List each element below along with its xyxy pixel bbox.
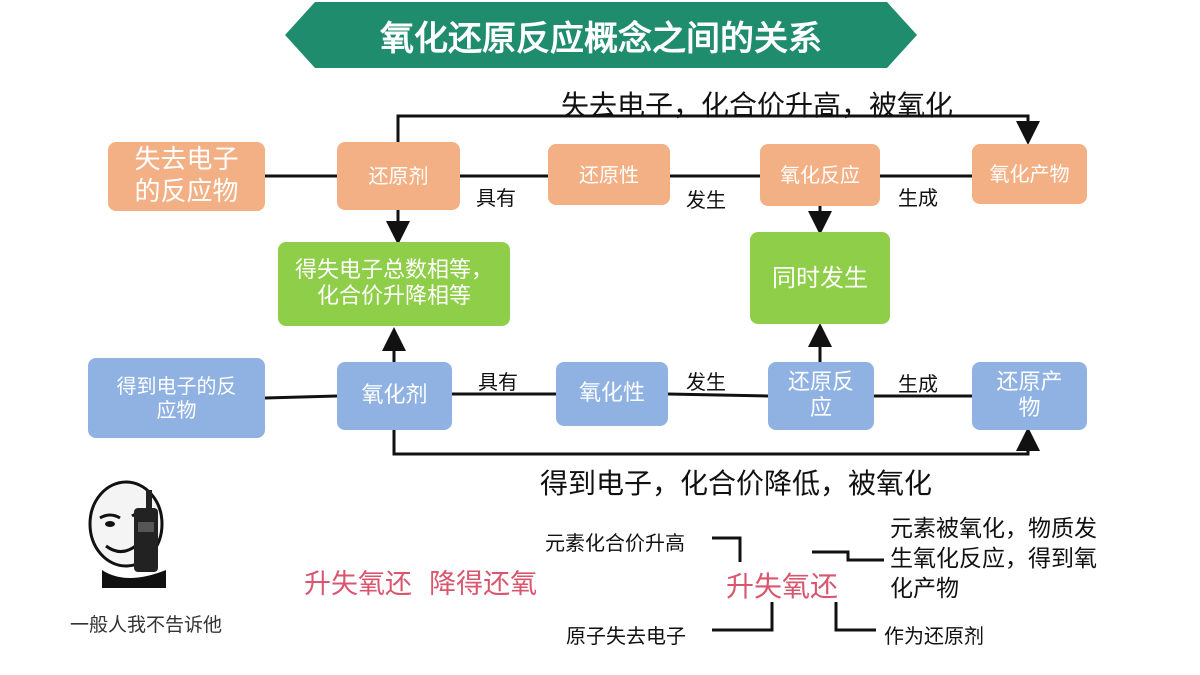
page-title: 氧化还原反应概念之间的关系 xyxy=(380,18,822,59)
title-banner xyxy=(285,2,917,68)
reduction-reaction-line-2: 应 xyxy=(809,396,832,421)
oxidation-product-box: 氧化产物 xyxy=(972,144,1087,204)
mnemonic-center: 升失氧还 xyxy=(726,570,839,603)
phone-meme-face-icon xyxy=(88,480,166,588)
mnemonic-right-top-line-2: 生氧化反应，得到氧 xyxy=(890,546,1097,572)
mnemonic-left-bottom: 原子失去电子 xyxy=(566,624,686,648)
top-edge-have-label: 具有 xyxy=(476,186,516,210)
oxidized-reactant-box: 失去电子 的反应物 xyxy=(108,142,265,211)
electron-balance-line-2: 化合价升降相等 xyxy=(316,284,471,309)
oxidizing-property-box: 氧化性 xyxy=(556,362,668,426)
reducing-agent-box: 还原剂 xyxy=(337,142,460,210)
top-edge-form-label: 生成 xyxy=(898,186,938,210)
reduction-reaction-line-1: 还原反 xyxy=(787,369,854,395)
reduction-product-box: 还原产 物 xyxy=(972,362,1087,430)
meme-caption: 一般人我不告诉他 xyxy=(70,614,223,636)
reduced-reactant-line-1: 得到电子的反 xyxy=(116,374,237,398)
reduction-reaction-box: 还原反 应 xyxy=(768,362,874,430)
bottom-edge-have-label: 具有 xyxy=(478,370,518,394)
mnemonic-slogan: 升失氧还 降得还氧 xyxy=(304,569,538,600)
electron-balance-line-1: 得失电子总数相等， xyxy=(294,257,493,283)
bottom-edge-occur-label: 发生 xyxy=(686,370,726,394)
reduction-product-line-1: 还原产 xyxy=(996,369,1063,395)
top-arc-label: 失去电子，化合价升高，被氧化 xyxy=(561,89,954,122)
bottom-arc-label: 得到电子，化合价降低，被氧化 xyxy=(540,467,933,500)
mnemonic-right-bottom: 作为还原剂 xyxy=(884,624,984,648)
oxidized-reactant-line-1: 失去电子 xyxy=(134,145,239,176)
bottom-edge-form-label: 生成 xyxy=(898,372,938,396)
mnemonic-right-top-line-3: 化产物 xyxy=(890,576,959,602)
oxidizing-agent-box: 氧化剂 xyxy=(337,362,452,430)
mnemonic-right-top-line-1: 元素被氧化，物质发 xyxy=(890,516,1097,542)
mnemonic-right-top: 元素被氧化，物质发 生氧化反应，得到氧 化产物 xyxy=(890,514,1097,604)
reduction-product-line-2: 物 xyxy=(1018,396,1041,421)
simultaneous-box: 同时发生 xyxy=(750,232,890,324)
electron-balance-box: 得失电子总数相等， 化合价升降相等 xyxy=(278,242,510,326)
reduced-reactant-line-2: 应物 xyxy=(156,398,197,422)
oxidation-reaction-box: 氧化反应 xyxy=(760,144,880,206)
oxidized-reactant-line-2: 的反应物 xyxy=(134,176,239,207)
top-edge-occur-label: 发生 xyxy=(686,188,726,212)
mnemonic-left-top: 元素化合价升高 xyxy=(545,531,685,555)
reducing-property-box: 还原性 xyxy=(548,144,670,205)
reduced-reactant-box: 得到电子的反 应物 xyxy=(88,358,265,438)
